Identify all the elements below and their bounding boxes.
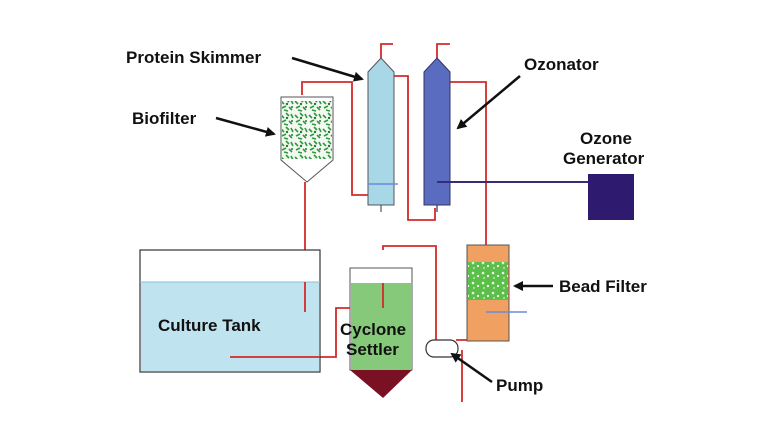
skimmer-to-biofilter-pipe bbox=[301, 81, 372, 196]
culture-tank-label: Culture Tank bbox=[158, 316, 261, 335]
pump-body bbox=[425, 339, 459, 358]
biofilter: Biofilter bbox=[132, 96, 334, 183]
ozonator-column bbox=[423, 57, 451, 206]
ozonator: Ozonator bbox=[423, 55, 599, 212]
bead-filter-to-ozonator-pipe bbox=[445, 81, 487, 245]
biofilter-media bbox=[282, 101, 332, 159]
ozone-generator: Ozone Generator bbox=[437, 129, 645, 220]
settler-cone bbox=[350, 370, 412, 398]
bead-filter-media bbox=[468, 262, 508, 300]
settler-water bbox=[351, 283, 411, 370]
cyclone-settler-label-line2: Settler bbox=[346, 340, 399, 359]
ozone-generator-label-line1: Ozone bbox=[580, 129, 632, 148]
skimmer-vent-pipe bbox=[380, 43, 393, 58]
ozonator-to-skimmer-pipe bbox=[386, 75, 436, 221]
pump-arrow bbox=[450, 352, 493, 384]
ozonator-arrow bbox=[456, 75, 521, 130]
cyclone-settler-label-line1: Cyclone bbox=[340, 320, 406, 339]
ozonator-vent-pipe bbox=[436, 43, 450, 58]
ozone-generator-box bbox=[588, 174, 634, 220]
settler-to-pump-pipe bbox=[382, 245, 437, 340]
protein-skimmer: Protein Skimmer bbox=[126, 48, 398, 212]
ozone-generator-label-line2: Generator bbox=[563, 149, 645, 168]
biofilter-arrow bbox=[215, 116, 276, 137]
biofilter-label: Biofilter bbox=[132, 109, 197, 128]
skimmer-column bbox=[367, 57, 395, 206]
pump-label: Pump bbox=[496, 376, 543, 395]
ozonator-label: Ozonator bbox=[524, 55, 599, 74]
bead-filter-label: Bead Filter bbox=[559, 277, 647, 296]
protein-skimmer-label: Protein Skimmer bbox=[126, 48, 261, 67]
culture-tank: Culture Tank bbox=[139, 249, 321, 373]
cyclone-settler: Cyclone Settler bbox=[340, 267, 413, 398]
pump: Pump bbox=[425, 339, 543, 395]
protein-skimmer-arrow bbox=[291, 56, 364, 82]
bead-filter: Bead Filter bbox=[466, 244, 647, 342]
